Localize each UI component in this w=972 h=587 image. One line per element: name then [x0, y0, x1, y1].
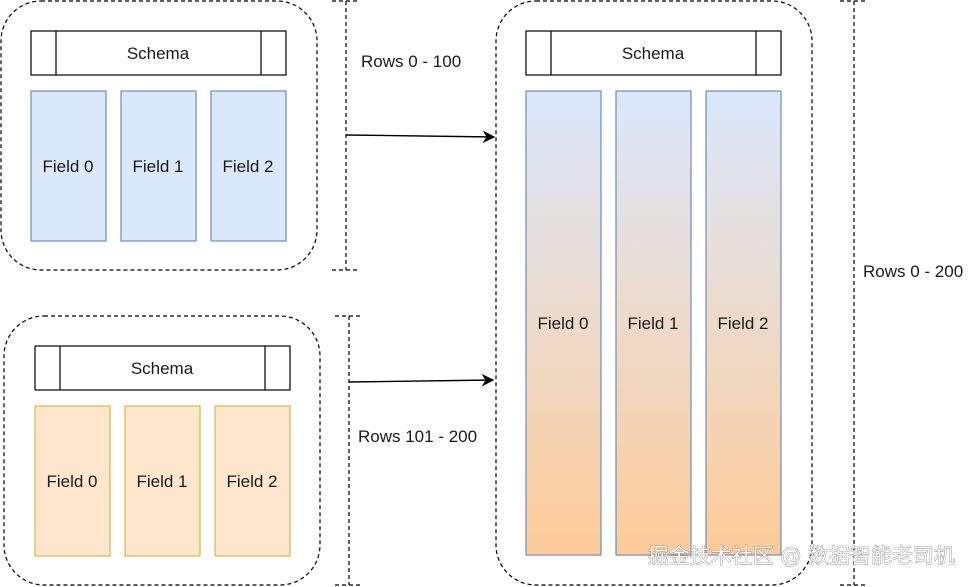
bottom-rows-label: Rows 101 - 200	[358, 427, 477, 446]
bottom-field-1-label: Field 1	[136, 472, 187, 491]
watermark-text: 掘金技术社区 @ 数据智能老司机	[648, 544, 955, 568]
bottom-record-batch: Schema Field 0 Field 1 Field 2	[3, 315, 321, 586]
top-field-1-label: Field 1	[132, 157, 183, 176]
bottom-schema-label: Schema	[131, 359, 194, 378]
bottom-field-0: Field 0	[34, 405, 111, 557]
merged-schema-label: Schema	[622, 44, 685, 63]
merged-field-1-label: Field 1	[627, 314, 678, 333]
bottom-batch-container	[3, 315, 321, 586]
bottom-field-0-label: Field 0	[46, 472, 97, 491]
top-to-merged-arrow	[345, 130, 496, 144]
bottom-schema-box: Schema	[34, 345, 291, 391]
merged-batch-container	[495, 0, 813, 586]
bottom-rows-bracket	[335, 315, 363, 586]
merged-field-1: Field 1	[615, 90, 692, 556]
bottom-field-2-label: Field 2	[226, 472, 277, 491]
top-schema-box: Schema	[30, 30, 287, 76]
bottom-field-1: Field 1	[124, 405, 201, 557]
top-field-2: Field 2	[210, 90, 287, 242]
top-field-0-label: Field 0	[42, 157, 93, 176]
merged-field-0-label: Field 0	[537, 314, 588, 333]
top-batch-container	[0, 0, 318, 271]
top-rows-label: Rows 0 - 100	[361, 52, 461, 71]
bottom-field-2: Field 2	[214, 405, 291, 557]
top-field-2-label: Field 2	[222, 157, 273, 176]
top-record-batch: Schema Field 0 Field 1 Field 2	[0, 0, 318, 271]
top-field-0: Field 0	[30, 90, 107, 242]
merged-field-0: Field 0	[525, 90, 602, 556]
bottom-to-merged-arrow	[348, 373, 495, 387]
top-field-1: Field 1	[120, 90, 197, 242]
top-schema-label: Schema	[127, 44, 190, 63]
merged-record-batch: Schema Field 0 Field 1 Field 2	[495, 0, 813, 586]
merged-rows-bracket	[840, 0, 868, 586]
merged-field-2-label: Field 2	[717, 314, 768, 333]
merged-schema-box: Schema	[525, 30, 782, 76]
merged-field-2: Field 2	[705, 90, 782, 556]
merged-rows-label: Rows 0 - 200	[863, 262, 963, 281]
